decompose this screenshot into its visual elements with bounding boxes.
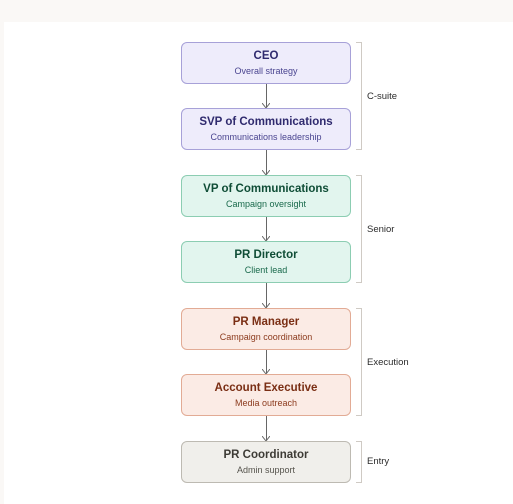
node-subtitle: Admin support <box>236 465 296 475</box>
arrowhead-icon <box>262 170 270 175</box>
node-title: PR Director <box>234 249 298 261</box>
node-title: PR Manager <box>232 316 300 328</box>
node-ceo: CEO Overall strategy <box>181 42 351 84</box>
arrowhead-icon <box>262 236 270 241</box>
arrow-connector <box>261 416 271 441</box>
tier-label-entry: Entry <box>367 456 390 467</box>
arrowhead-icon <box>262 436 270 441</box>
node-account-executive: Account Executive Media outreach <box>181 374 351 416</box>
tier-bracket-csuite <box>356 42 362 150</box>
arrowhead-icon <box>262 369 270 374</box>
node-pr-coordinator: PR Coordinator Admin support <box>181 441 351 483</box>
arrow-connector <box>261 217 271 241</box>
node-pr-manager: PR Manager Campaign coordination <box>181 308 351 350</box>
arrowhead-icon <box>262 103 270 108</box>
tier-bracket-execution <box>356 308 362 416</box>
node-subtitle: Campaign oversight <box>225 199 307 209</box>
node-title: PR Coordinator <box>223 449 309 461</box>
node-subtitle: Overall strategy <box>234 66 298 76</box>
tier-bracket-entry <box>356 441 362 483</box>
node-pr-director: PR Director Client lead <box>181 241 351 283</box>
tier-label-senior: Senior <box>367 224 395 235</box>
node-title: VP of Communications <box>203 183 329 195</box>
arrow-connector <box>261 283 271 308</box>
node-subtitle: Client lead <box>244 265 288 275</box>
node-title: CEO <box>253 50 279 62</box>
node-vp-communications: VP of Communications Campaign oversight <box>181 175 351 217</box>
tier-bracket-senior <box>356 175 362 283</box>
node-svp-communications: SVP of Communications Communications lea… <box>181 108 351 150</box>
tier-label-csuite: C-suite <box>367 91 398 102</box>
node-subtitle: Campaign coordination <box>219 332 313 342</box>
node-title: SVP of Communications <box>199 116 333 128</box>
arrow-connector <box>261 350 271 374</box>
arrow-connector <box>261 84 271 108</box>
arrowhead-icon <box>262 303 270 308</box>
node-subtitle: Communications leadership <box>210 132 322 142</box>
node-title: Account Executive <box>214 382 318 394</box>
arrow-connector <box>261 150 271 175</box>
node-subtitle: Media outreach <box>234 398 298 408</box>
tier-label-execution: Execution <box>367 357 409 368</box>
